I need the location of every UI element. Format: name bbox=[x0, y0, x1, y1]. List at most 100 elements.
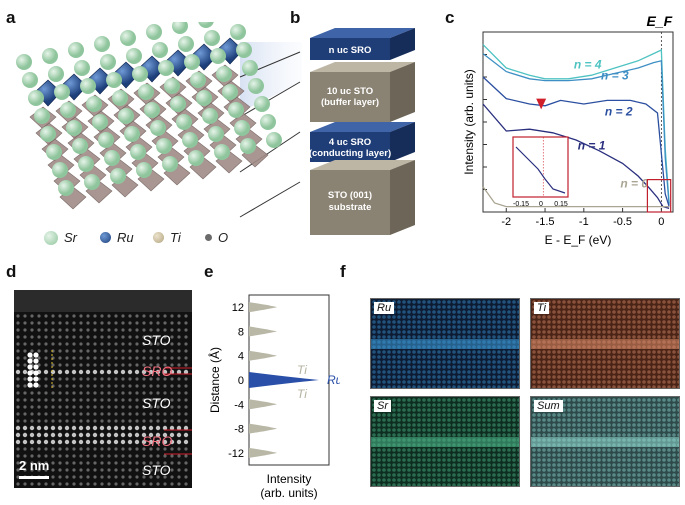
eels-map-pixel bbox=[587, 483, 591, 486]
eels-map-pixel bbox=[437, 433, 441, 437]
eels-map-pixel bbox=[442, 350, 446, 354]
eels-map-pixel bbox=[617, 360, 621, 364]
stem-atom-column bbox=[16, 475, 20, 479]
eels-map-pixel bbox=[647, 315, 651, 319]
eels-map-pixel bbox=[537, 418, 541, 422]
eels-map-pixel bbox=[667, 408, 671, 412]
legend-sr: Sr bbox=[44, 230, 77, 245]
eels-map-pixel bbox=[597, 463, 601, 467]
eels-map-pixel bbox=[412, 375, 416, 379]
stem-atom-column bbox=[120, 369, 126, 375]
eels-map-pixel bbox=[457, 300, 461, 304]
stem-atom-column bbox=[100, 356, 104, 360]
stem-atom-column bbox=[79, 342, 83, 346]
eels-map-pixel bbox=[372, 433, 376, 437]
eels-map-pixel bbox=[492, 418, 496, 422]
eels-map-pixel bbox=[462, 315, 466, 319]
eels-map-pixel bbox=[417, 300, 421, 304]
e-ytick-label: 8 bbox=[238, 326, 244, 338]
stem-atom-column bbox=[30, 398, 34, 402]
eels-map-pixel bbox=[492, 380, 496, 384]
stem-atom-column bbox=[184, 447, 188, 451]
eels-map-pixel bbox=[437, 458, 441, 462]
eels-map-pixel bbox=[542, 433, 546, 437]
eels-map-pixel bbox=[407, 398, 411, 402]
stem-atom-column bbox=[37, 391, 41, 395]
stem-atom-column bbox=[183, 432, 189, 438]
eels-map-pixel bbox=[537, 350, 541, 354]
e-ylabel: Distance (Å) bbox=[207, 347, 222, 413]
stem-atom-column bbox=[121, 356, 125, 360]
eels-map-pixel bbox=[452, 335, 456, 339]
eels-map-pixel bbox=[652, 418, 656, 422]
eels-map-pixel bbox=[567, 413, 571, 417]
c-series-label: n = 1 bbox=[578, 139, 606, 153]
eels-map-pixel bbox=[422, 418, 426, 422]
eels-map-pixel bbox=[552, 453, 556, 457]
eels-map-pixel bbox=[567, 448, 571, 452]
eels-map-pixel bbox=[462, 473, 466, 477]
eels-map-pixel bbox=[602, 448, 606, 452]
eels-map-pixel bbox=[452, 413, 456, 417]
eels-map-pixel bbox=[402, 300, 406, 304]
stem-atom-column bbox=[170, 454, 174, 458]
eels-map-pixel bbox=[412, 463, 416, 467]
eels-map-pixel bbox=[482, 418, 486, 422]
eels-map-pixel bbox=[677, 418, 679, 422]
eels-map-pixel bbox=[377, 458, 381, 462]
e-ytick-label: -12 bbox=[228, 448, 244, 460]
stem-atom-column bbox=[57, 425, 63, 431]
eels-map-pixel bbox=[537, 458, 541, 462]
eels-map-pixel bbox=[557, 335, 561, 339]
stem-atom-column bbox=[184, 342, 188, 346]
stem-atom-column bbox=[22, 439, 28, 445]
eels-map-pixel bbox=[657, 473, 661, 477]
stem-atom-column bbox=[72, 405, 76, 409]
eels-map-pixel bbox=[592, 483, 596, 486]
eels-map-pixel bbox=[377, 380, 381, 384]
stem-atom-column bbox=[51, 321, 55, 325]
eels-map-pixel bbox=[467, 315, 471, 319]
eels-map-pixel bbox=[477, 365, 481, 369]
eels-map-pixel bbox=[532, 365, 536, 369]
eels-map-pixel bbox=[497, 370, 501, 374]
eels-map-pixel bbox=[507, 408, 511, 412]
eels-map-pixel bbox=[507, 418, 511, 422]
eels-map-pixel bbox=[632, 375, 636, 379]
eels-map-pixel bbox=[657, 300, 661, 304]
eels-map-pixel bbox=[657, 320, 661, 324]
eels-map-pixel bbox=[402, 370, 406, 374]
stem-atom-column bbox=[58, 384, 62, 388]
stem-atom-column bbox=[135, 349, 139, 353]
eels-map-pixel bbox=[377, 468, 381, 472]
eels-map-pixel bbox=[627, 483, 631, 486]
eels-map-pixel bbox=[607, 408, 611, 412]
eels-map-pixel bbox=[447, 375, 451, 379]
eels-map-pixel bbox=[607, 468, 611, 472]
stem-atom-column bbox=[142, 475, 146, 479]
eels-map-pixel bbox=[497, 360, 501, 364]
eels-map-pixel bbox=[472, 370, 476, 374]
eels-map-pixel bbox=[602, 330, 606, 334]
eels-map-pixel bbox=[437, 335, 441, 339]
stem-atom-column bbox=[30, 461, 34, 465]
eels-map-pixel bbox=[642, 398, 646, 402]
eels-map-pixel bbox=[492, 370, 496, 374]
eels-map-pixel bbox=[377, 385, 381, 388]
eels-map-pixel bbox=[442, 473, 446, 477]
stem-atom-column bbox=[162, 439, 168, 445]
eels-map-pixel bbox=[462, 478, 466, 482]
stem-atom-column bbox=[58, 419, 62, 423]
eels-map-pixel bbox=[662, 310, 666, 314]
eels-map-pixel bbox=[487, 433, 491, 437]
eels-map-pixel bbox=[482, 320, 486, 324]
eels-map-pixel bbox=[582, 453, 586, 457]
eels-map-pixel bbox=[407, 350, 411, 354]
eels-map-pixel bbox=[402, 320, 406, 324]
eels-map-pixel bbox=[677, 433, 679, 437]
eels-map-pixel bbox=[657, 375, 661, 379]
eels-map-pixel bbox=[662, 478, 666, 482]
stem-atom-column bbox=[58, 377, 62, 381]
eels-map-pixel bbox=[442, 310, 446, 314]
eels-map-pixel bbox=[387, 365, 391, 369]
